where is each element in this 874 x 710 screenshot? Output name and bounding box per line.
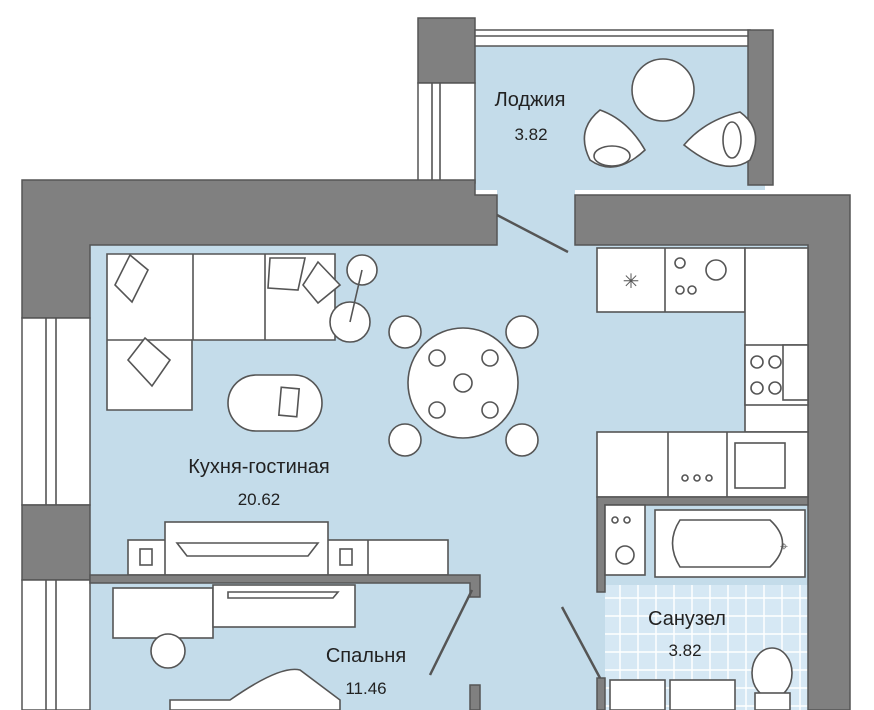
loggia-table [631,58,695,122]
floor-lamp [329,254,378,343]
tv-stand [127,521,449,576]
loggia-wall-left [417,17,476,84]
loggia-window-top [474,29,751,47]
bathroom-wall-lower [596,677,606,710]
window-left-1 [21,317,91,506]
loggia-chair-right [682,111,757,168]
fridge-icon: ✳ [623,271,640,293]
desk [112,584,356,639]
chair [150,633,186,669]
bathtub: ⌖ [654,509,806,578]
bathroom-name: Санузел [648,608,726,630]
loggia-door[interactable] [496,213,569,254]
dining-chairs [388,315,539,457]
loggia-chair-left [583,109,647,168]
loggia-window-left [417,82,476,184]
bedroom-area: 11.46 [345,679,386,698]
loggia-door-passage [497,180,575,250]
kitchen-counter [596,431,809,498]
toilet [751,647,793,710]
kitchen-living-area: 20.62 [238,490,281,509]
window-left-2 [21,579,91,710]
bathroom-sink [609,679,736,710]
loggia-area: 3.82 [514,125,547,144]
loggia-wall-right [747,29,774,186]
svg-text:⌖: ⌖ [780,538,788,554]
kitchen-cabinets-top: ✳ [596,247,746,313]
dining-table [407,327,519,439]
bedroom-door[interactable] [428,589,474,676]
bedroom-name: Спальня [326,645,406,667]
bed [169,668,341,710]
coffee-table [227,374,323,432]
kitchen-column [744,247,809,433]
bathroom-area: 3.82 [668,641,701,660]
bedroom-wall [89,574,481,598]
sofa [106,253,342,411]
loggia-name: Лоджия [495,89,566,111]
outer-wall-left [21,504,91,581]
bedroom-wall-lower [469,684,481,710]
bathroom-door[interactable] [560,606,602,679]
kitchen-living-name: Кухня-гостиная [188,456,330,478]
outer-wall-top-right [574,194,851,710]
washing-machine [604,504,646,576]
